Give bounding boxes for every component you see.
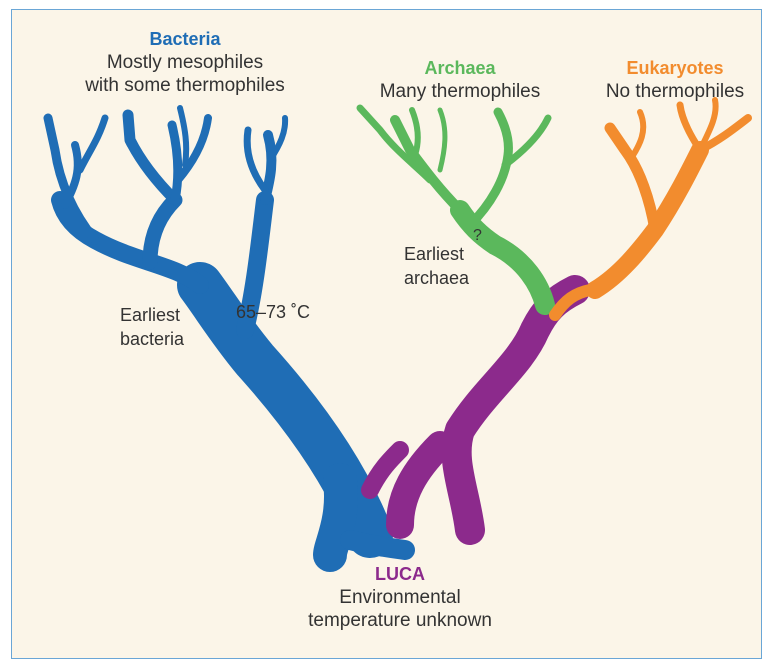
- eukaryotes-title: Eukaryotes: [595, 57, 755, 80]
- eukaryotes-label: Eukaryotes No thermophiles: [595, 57, 755, 103]
- bacteria-desc-line1: Mostly mesophiles: [60, 51, 310, 74]
- bacteria-temperature-annotation: 65–73 ˚C: [236, 300, 310, 324]
- earliest-bacteria-annotation: Earliest bacteria: [120, 303, 184, 351]
- luca-desc-line2: temperature unknown: [300, 609, 500, 632]
- earliest-bacteria-line1: Earliest: [120, 303, 184, 327]
- archaea-desc-line1: Many thermophiles: [365, 80, 555, 103]
- luca-trunk: [457, 290, 575, 530]
- luca-branch: [370, 290, 575, 530]
- earliest-bacteria-line2: bacteria: [120, 327, 184, 351]
- question-mark-annotation: ?: [473, 224, 482, 248]
- bacteria-label: Bacteria Mostly mesophiles with some the…: [60, 28, 310, 97]
- eukaryotes-trunk: [595, 150, 700, 290]
- archaea-label: Archaea Many thermophiles: [365, 57, 555, 103]
- bacteria-title: Bacteria: [60, 28, 310, 51]
- eukaryotes-desc-line1: No thermophiles: [595, 80, 755, 103]
- luca-title: LUCA: [300, 563, 500, 586]
- earliest-archaea-line1: Earliest: [404, 242, 469, 266]
- earliest-archaea-annotation: Earliest archaea: [404, 242, 469, 290]
- bacteria-branch: [48, 108, 405, 555]
- bacteria-desc-line2: with some thermophiles: [60, 74, 310, 97]
- bacteria-base: [330, 480, 341, 555]
- luca-label: LUCA Environmental temperature unknown: [300, 563, 500, 632]
- archaea-title: Archaea: [365, 57, 555, 80]
- luca-desc-line1: Environmental: [300, 586, 500, 609]
- earliest-archaea-line2: archaea: [404, 266, 469, 290]
